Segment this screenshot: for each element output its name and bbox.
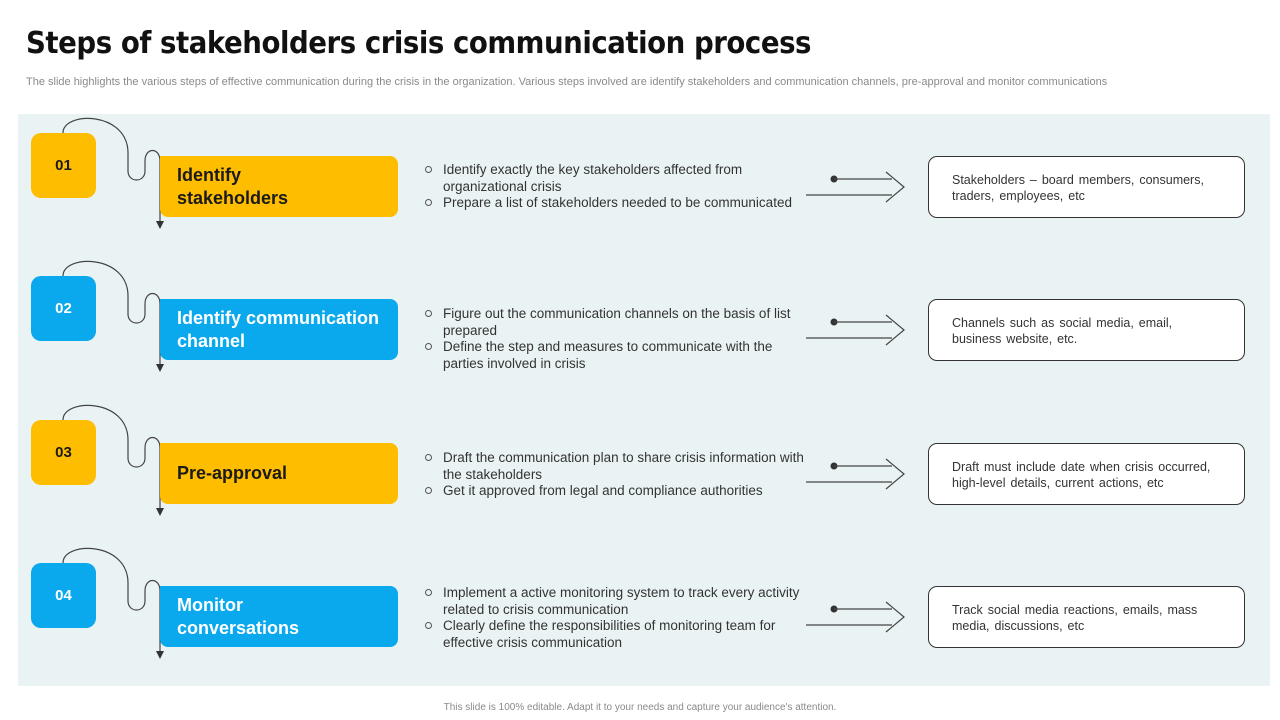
slide-title: Steps of stakeholders crisis communicati… <box>26 26 812 61</box>
bullet-item: Implement a active monitoring system to … <box>425 585 810 618</box>
bullet-item: Figure out the communication channels on… <box>425 306 810 339</box>
step-title: Pre-approval <box>177 463 288 483</box>
step-title-box: Pre-approval <box>160 443 398 504</box>
step-number-badge: 03 <box>31 420 96 485</box>
step-number: 03 <box>55 444 72 461</box>
bullet-item: Identify exactly the key stakeholders af… <box>425 162 810 195</box>
bullet-item: Draft the communication plan to share cr… <box>425 450 810 483</box>
step-title: Monitor conversations <box>177 594 300 638</box>
step-title: Identify communication channel <box>177 307 380 351</box>
step-result-box: Track social media reactions, emails, ma… <box>928 586 1245 648</box>
step-number: 02 <box>55 300 72 317</box>
step-bullets: Implement a active monitoring system to … <box>425 585 810 651</box>
step-title: Identify stakeholders <box>177 164 289 208</box>
step-number: 04 <box>55 587 72 604</box>
bullet-item: Clearly define the responsibilities of m… <box>425 618 810 651</box>
step-title-box: Monitor conversations <box>160 586 398 647</box>
step-number-badge: 02 <box>31 276 96 341</box>
bullet-item: Define the step and measures to communic… <box>425 339 810 372</box>
step-result: Channels such as social media, email, bu… <box>952 316 1173 346</box>
slide-subtitle: The slide highlights the various steps o… <box>26 76 1108 88</box>
slide-footer: This slide is 100% editable. Adapt it to… <box>443 702 837 713</box>
bullet-item: Get it approved from legal and complianc… <box>425 483 810 500</box>
step-number-badge: 04 <box>31 563 96 628</box>
step-number-badge: 01 <box>31 133 96 198</box>
bullet-item: Prepare a list of stakeholders needed to… <box>425 195 810 212</box>
step-title-box: Identify stakeholders <box>160 156 398 217</box>
step-result-box: Stakeholders – board members, consumers,… <box>928 156 1245 218</box>
step-result: Draft must include date when crisis occu… <box>952 460 1211 490</box>
step-bullets: Figure out the communication channels on… <box>425 306 810 372</box>
step-bullets: Draft the communication plan to share cr… <box>425 450 810 500</box>
step-result: Track social media reactions, emails, ma… <box>952 603 1198 633</box>
step-number: 01 <box>55 157 72 174</box>
step-result-box: Channels such as social media, email, bu… <box>928 299 1245 361</box>
step-bullets: Identify exactly the key stakeholders af… <box>425 162 810 212</box>
step-result: Stakeholders – board members, consumers,… <box>952 173 1204 203</box>
step-result-box: Draft must include date when crisis occu… <box>928 443 1245 505</box>
step-title-box: Identify communication channel <box>160 299 398 360</box>
